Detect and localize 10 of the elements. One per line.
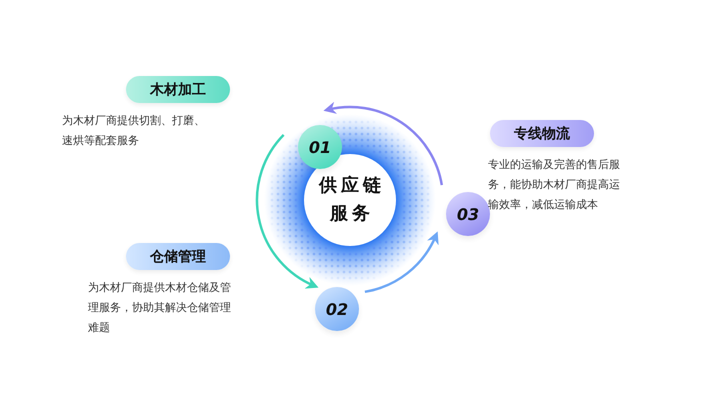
curved-arrow [364, 232, 438, 294]
curved-arrow [256, 134, 318, 288]
step-number-circle: 02 [315, 287, 359, 331]
service-description: 为木材厂商提供切割、打磨、速烘等配套服务 [62, 113, 206, 149]
service-title-pill: 木材加工 [126, 76, 230, 103]
curved-arrow [323, 102, 443, 186]
service-description: 为木材厂商提供木材仓储及管理服务，协助其解决仓储管理难题 [88, 280, 232, 336]
service-title-pill: 仓储管理 [126, 243, 230, 270]
service-title-pill: 专线物流 [490, 120, 594, 147]
service-description: 专业的运输及完善的售后服务，能协助木材厂商提高运输效率，减低运输成本 [488, 157, 621, 213]
